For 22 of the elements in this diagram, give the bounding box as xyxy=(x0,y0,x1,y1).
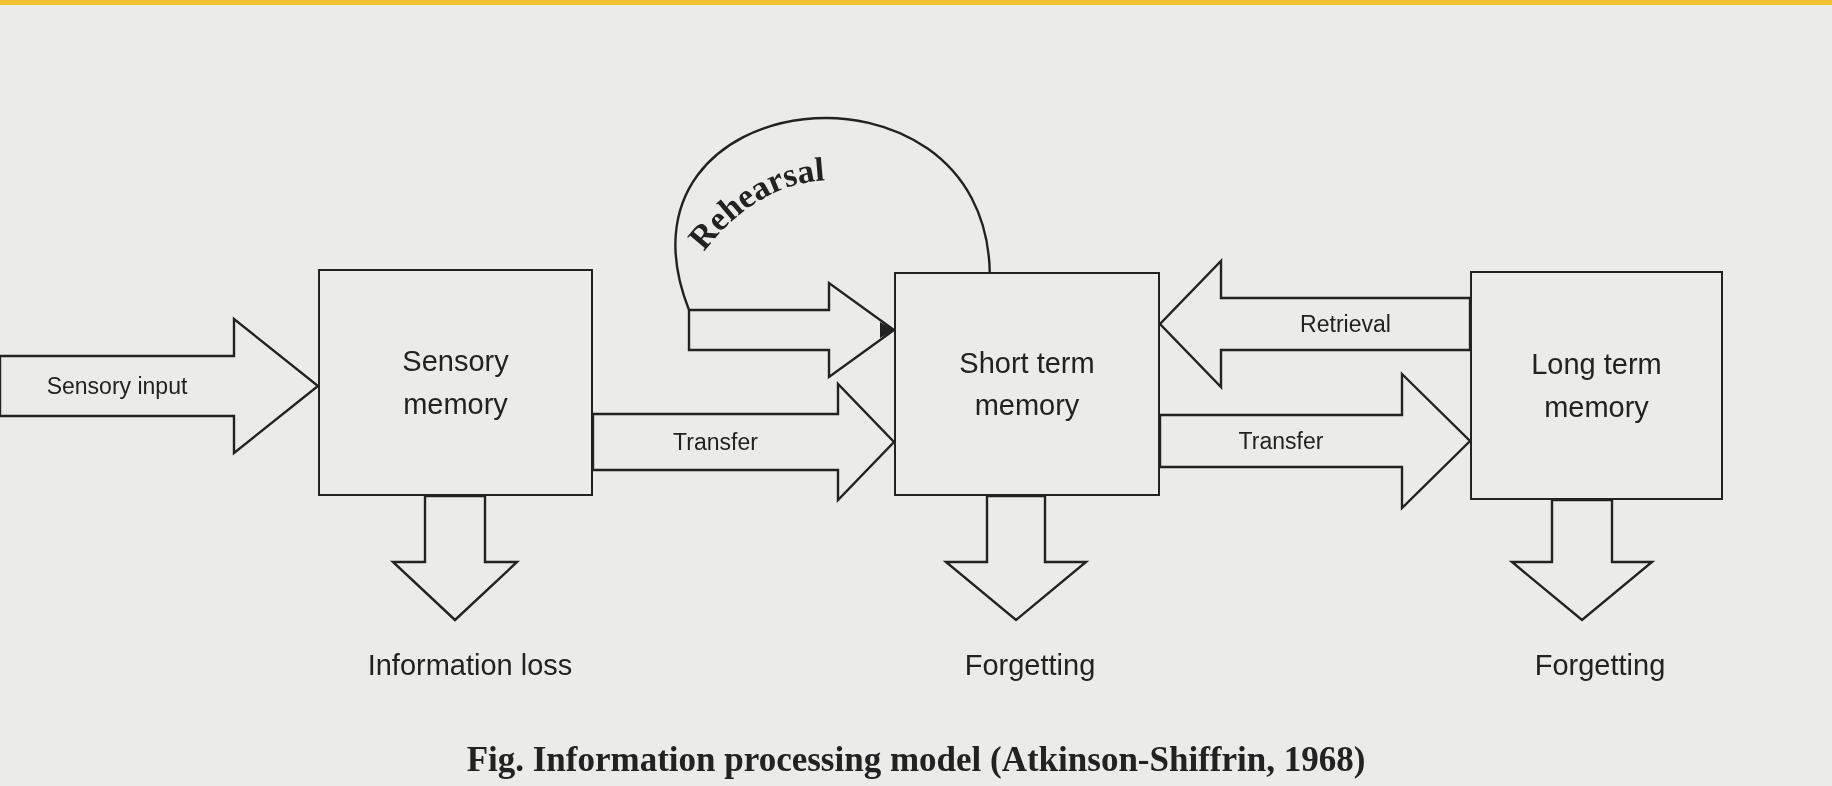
block-arrow xyxy=(1158,371,1472,511)
edge-label: Retrieval xyxy=(1300,310,1391,338)
figure-caption: Fig. Information processing model (Atkinson-Shiffrin, 1968) xyxy=(466,740,1366,780)
block-arrow xyxy=(1508,498,1656,622)
box-label: Sensory memory xyxy=(401,344,510,422)
block-arrow xyxy=(389,494,521,622)
box-label: Long term memory xyxy=(1530,347,1663,425)
edge-label: Transfer xyxy=(673,428,758,456)
edge-label: Transfer xyxy=(1238,427,1324,455)
block-arrow xyxy=(591,381,896,503)
edge-label: Sensory input xyxy=(46,372,188,400)
outcome-text: Forgetting xyxy=(1500,620,1700,696)
memory-box xyxy=(318,269,593,496)
block-arrow xyxy=(0,316,320,456)
memory-box xyxy=(1470,271,1723,500)
box-label: Short term memory xyxy=(958,345,1096,423)
rehearsal-loop-arrow xyxy=(674,118,991,379)
block-arrow xyxy=(942,494,1090,622)
outcome-text: Information loss xyxy=(320,620,620,696)
block-arrow xyxy=(1158,258,1472,390)
memory-box xyxy=(894,272,1160,496)
outcome-text: Forgetting xyxy=(930,620,1130,696)
